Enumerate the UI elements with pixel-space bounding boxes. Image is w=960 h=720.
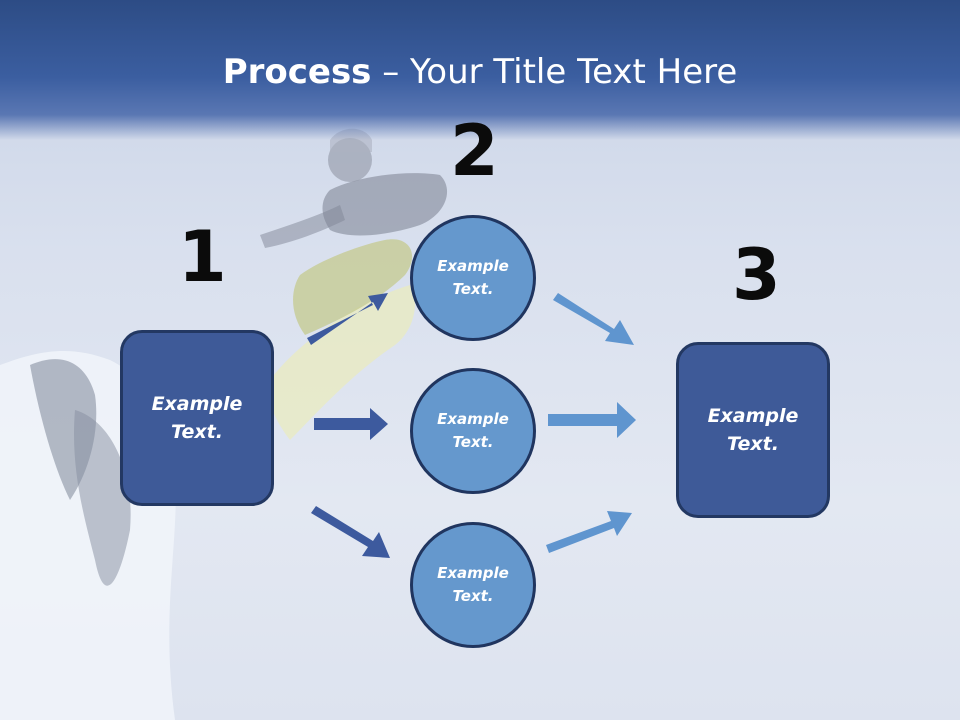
- circle-1-text-line2: Text.: [452, 280, 494, 298]
- slide-title: Process – Your Title Text Here: [0, 52, 960, 92]
- step-1-text-line1: Example: [151, 392, 243, 415]
- arrow-top-circle-to-3: [553, 293, 634, 345]
- title-rest: – Your Title Text Here: [371, 52, 738, 92]
- step-number-2: 2: [450, 110, 499, 192]
- title-bar: [0, 0, 960, 140]
- title-bold: Process: [222, 52, 372, 92]
- circle-3-text-line1: Example: [437, 563, 509, 582]
- arrow-middle-circle-to-3: [548, 402, 636, 438]
- arrow-1-to-bottom-circle: [311, 506, 390, 558]
- arrow-1-to-top-circle: [307, 293, 388, 345]
- circle-2-text-line1: Example: [437, 409, 509, 428]
- step-number-3: 3: [732, 234, 781, 316]
- circle-2-text-line2: Text.: [452, 433, 494, 451]
- step-3-text-line2: Text.: [727, 433, 779, 455]
- step-number-1: 1: [178, 216, 227, 298]
- step-1-text-line2: Text.: [171, 421, 223, 443]
- arrow-bottom-circle-to-3: [546, 511, 632, 553]
- arrow-1-to-middle-circle: [314, 408, 388, 440]
- step-3-text-line1: Example: [707, 404, 799, 427]
- circle-1-text-line1: Example: [437, 256, 509, 275]
- circle-3-text-line2: Text.: [452, 587, 494, 605]
